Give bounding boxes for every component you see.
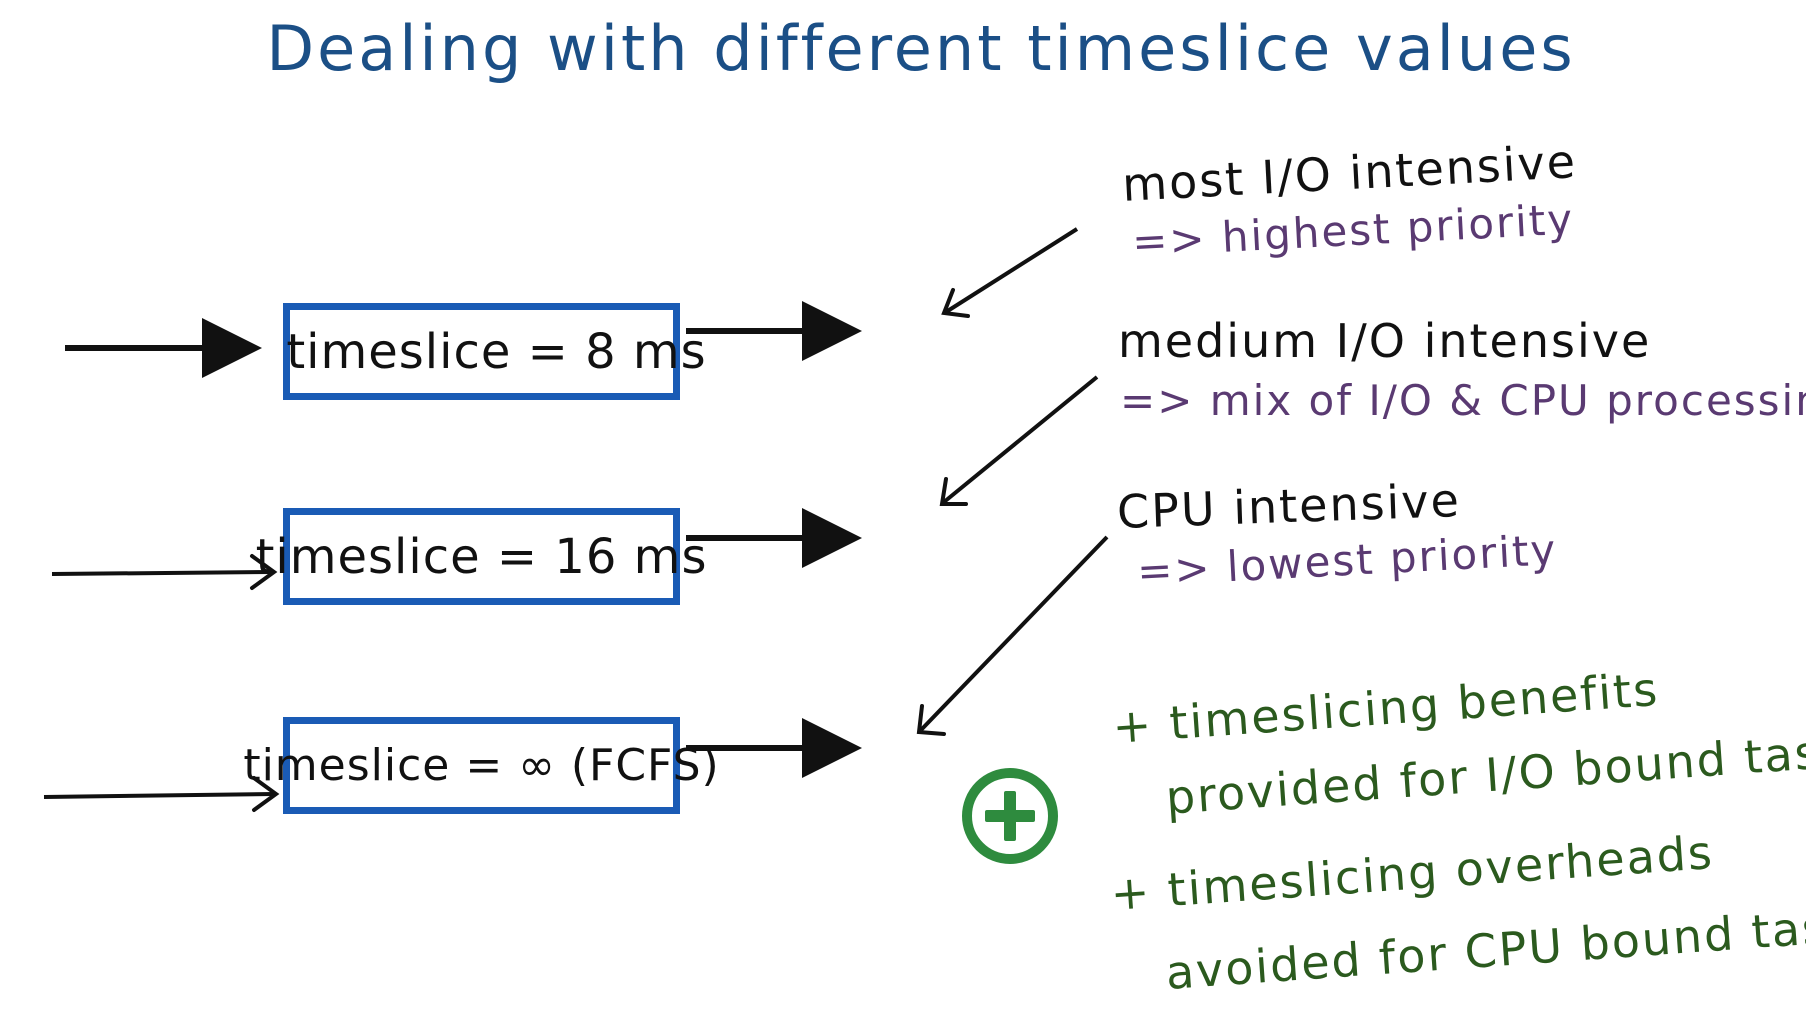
pointer-arrow-low-priority xyxy=(916,535,1109,736)
diagram-title: Dealing with different timeslice values xyxy=(266,12,1576,85)
queue-box-16ms: timeslice = 16 ms xyxy=(256,508,706,605)
queue-label-fcfs: timeslice = ∞ (FCFS) xyxy=(243,740,720,791)
queue-label-8ms: timeslice = 8 ms xyxy=(286,323,707,380)
pointer-arrow-high-priority xyxy=(941,227,1079,318)
plus-circle-icon xyxy=(962,768,1058,864)
priority-heading-medium: medium I/O intensive xyxy=(1118,314,1652,368)
incoming-arrow-queue-2 xyxy=(51,554,278,590)
priority-heading-low: CPU intensive xyxy=(1116,473,1462,539)
incoming-arrow-queue-3 xyxy=(43,776,280,812)
queue-box-fcfs: timeslice = ∞ (FCFS) xyxy=(243,717,719,814)
queue-box-8ms: timeslice = 8 ms xyxy=(283,303,706,400)
pointer-arrow-medium-priority xyxy=(939,375,1099,506)
priority-detail-medium: => mix of I/O & CPU processing xyxy=(1120,376,1806,425)
queue-label-16ms: timeslice = 16 ms xyxy=(255,528,708,585)
